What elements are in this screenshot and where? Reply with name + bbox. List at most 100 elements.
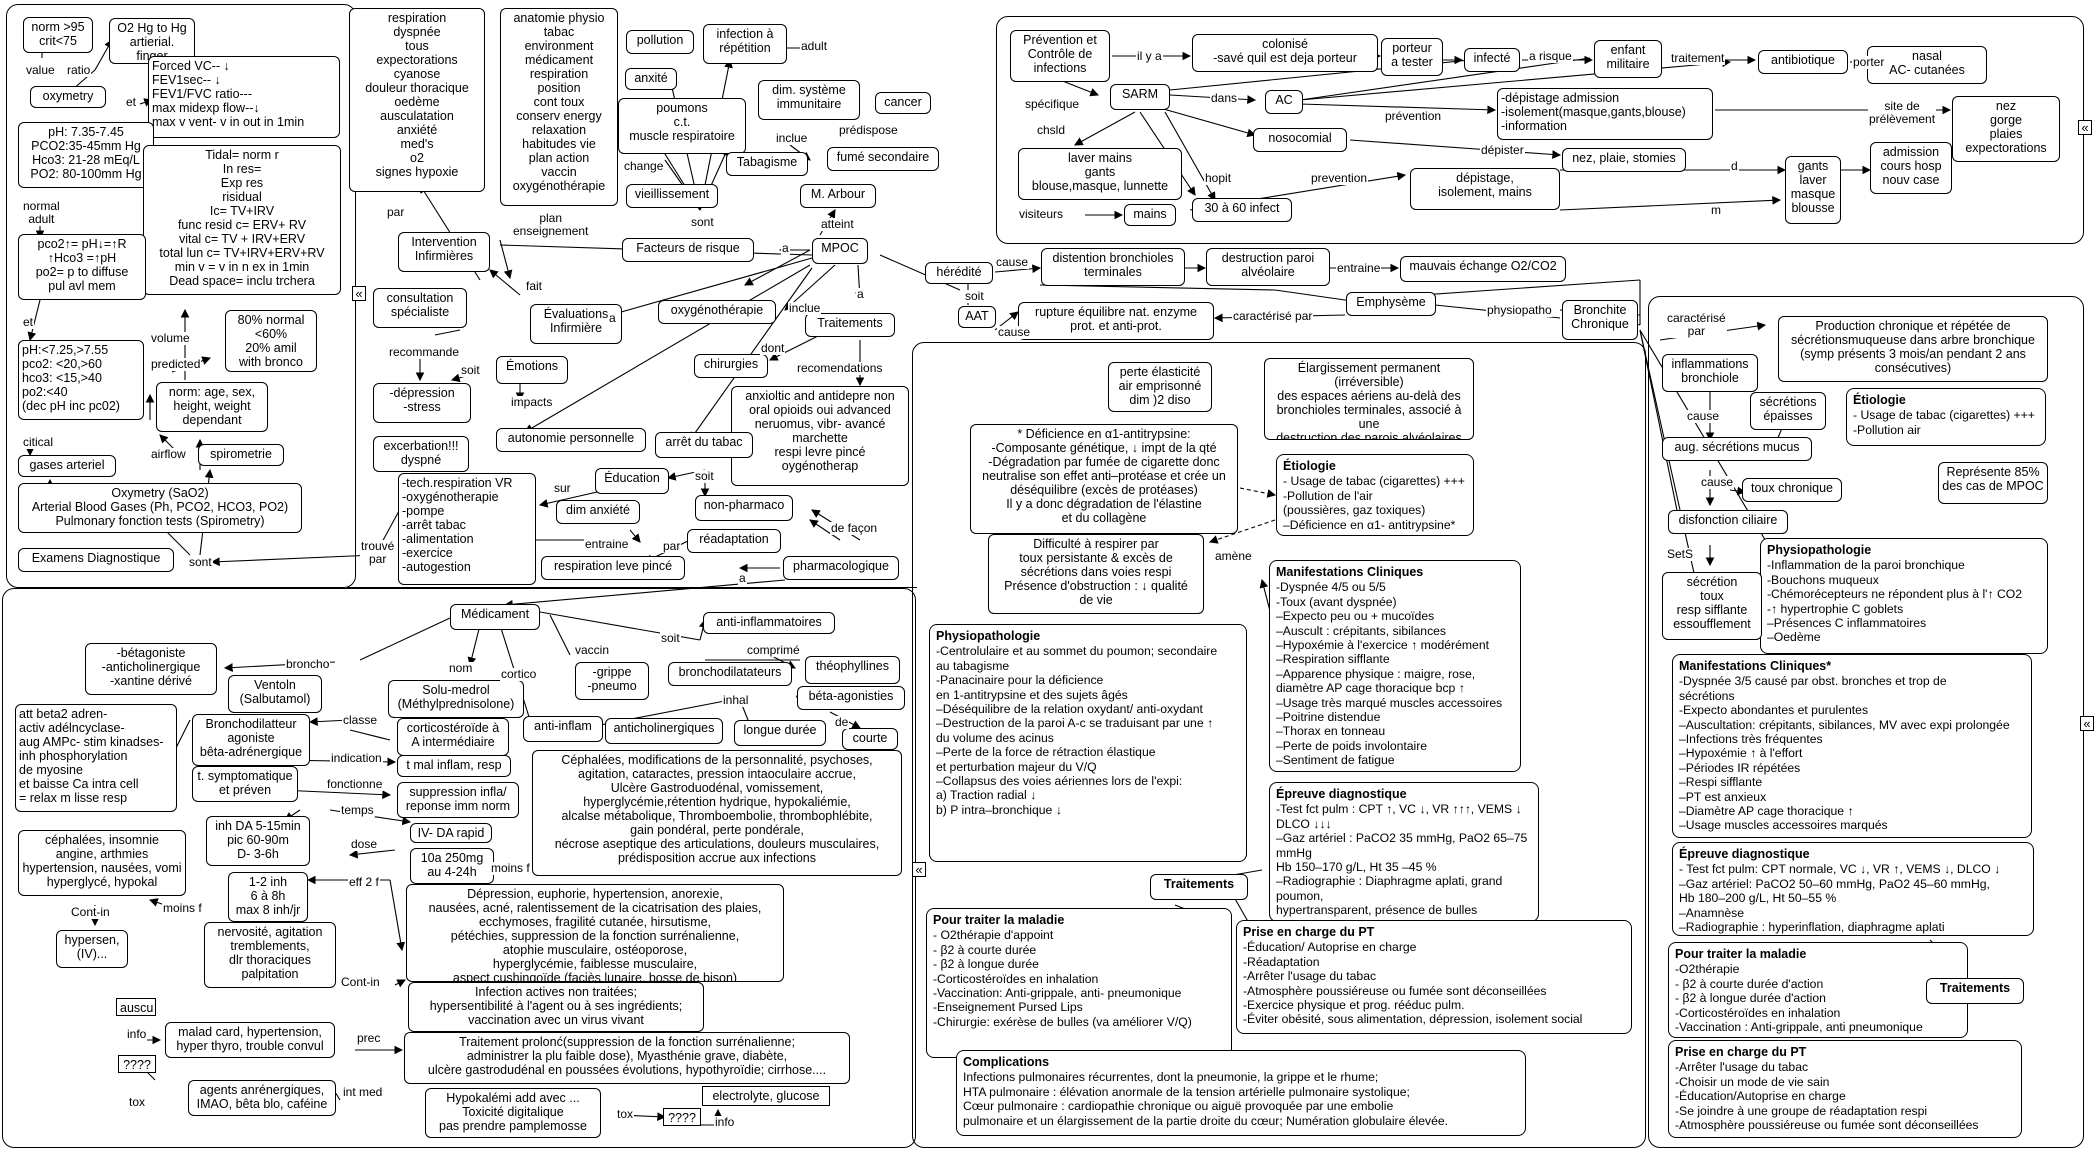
card-body: Infections pulmonaires récurrentes, dont… bbox=[963, 1070, 1449, 1128]
card-body: - Test fct pulm: CPT normale, VC ↓, VR ↑… bbox=[1679, 862, 2001, 935]
antibiotique-node: antibiotique bbox=[1758, 50, 1848, 74]
traitements-emphyseme-node[interactable]: Traitements bbox=[1150, 874, 1248, 900]
mpoc-node[interactable]: MPOC bbox=[812, 238, 868, 264]
rupture-node: rupture équilibre nat. enzyme prot. et a… bbox=[1018, 302, 1214, 340]
ph-critical-node: pH:<7.25,>7.55 pco2: <20,>60 hco3: <15,>… bbox=[18, 340, 144, 420]
traitements-main-node[interactable]: Traitements bbox=[805, 313, 895, 337]
ventoln-node: Ventoln (Salbutamol) bbox=[228, 675, 322, 713]
link-label: soit bbox=[660, 631, 681, 645]
epreuve-bronchite-card: Épreuve diagnostique - Test fct pulm: CP… bbox=[1672, 842, 2034, 936]
m-arbour-node: M. Arbour bbox=[800, 184, 876, 208]
link bbox=[809, 519, 841, 541]
link bbox=[1559, 195, 1782, 211]
link-label: recommande bbox=[388, 345, 461, 359]
nasal-node: nasal AC- cutanées bbox=[1867, 46, 1987, 84]
link-label: info bbox=[126, 1027, 148, 1041]
link bbox=[467, 624, 481, 667]
education-node: Éducation bbox=[595, 468, 669, 494]
anxiete-node: anxité bbox=[625, 68, 677, 90]
card-body: -Inflammation de la paroi bronchique -Bo… bbox=[1767, 558, 2023, 645]
infecte-node: infecté bbox=[1464, 48, 1520, 72]
card-title: Manifestations Cliniques bbox=[1276, 565, 1424, 579]
courte-node: courte bbox=[842, 728, 898, 750]
pharmacologique-node: pharmacologique bbox=[783, 556, 899, 580]
link-label: hopit bbox=[1204, 171, 1233, 185]
oxymetry-tests-node: Oxymetry (SaO2) Arterial Blood Gases (Ph… bbox=[18, 483, 302, 533]
secretion-toux-node: sécrétion toux resp sifflante essoufflem… bbox=[1662, 572, 1762, 640]
link-label: amène bbox=[1214, 549, 1253, 563]
disfonction-ciliaire-node: disfonction ciliaire bbox=[1668, 510, 1788, 534]
anti-inflam-node: anti-inflam bbox=[523, 716, 603, 742]
deficience-node: * Déficience en α1-antitrypsine: -Compos… bbox=[970, 424, 1238, 534]
card-body: -Centrolulaire et au sommet du poumon; s… bbox=[936, 644, 1218, 817]
auscu-node: auscu bbox=[116, 998, 156, 1016]
respiration-signs-node: respiration dyspnée tous expectorations … bbox=[349, 8, 485, 192]
link bbox=[348, 849, 396, 859]
examens-diagnostique-node: Examens Diagnostique bbox=[18, 548, 174, 572]
etiologie-bronchite-card: Étiologie - Usage de tabac (cigarettes) … bbox=[1846, 388, 2046, 446]
card-body: - Usage de tabac (cigarettes) +++ -Pollu… bbox=[1283, 474, 1465, 532]
traitements-bronchite-node[interactable]: Traitements bbox=[1926, 978, 2024, 1004]
collapse-toggle-bronchite[interactable]: « bbox=[2080, 716, 2094, 731]
card-body: -Arrêter l'usage du tabac -Choisir un mo… bbox=[1675, 1060, 1979, 1133]
collapse-toggle-sarm[interactable]: « bbox=[2078, 120, 2092, 135]
sarm-node[interactable]: SARM bbox=[1110, 84, 1170, 110]
mains-node: mains bbox=[1124, 204, 1176, 226]
link-label: d bbox=[1730, 159, 1739, 173]
link-label: volume bbox=[150, 331, 191, 345]
link-label: prec bbox=[356, 1031, 382, 1045]
physiopathologie-emphyseme-card: Physiopathologie -Centrolulaire et au so… bbox=[929, 624, 1247, 862]
perte-elasticite-node: perte élasticité air emprisonné dim )2 d… bbox=[1108, 362, 1212, 412]
link-label: et bbox=[22, 315, 35, 329]
link bbox=[1239, 487, 1277, 498]
link bbox=[1299, 57, 1591, 101]
colonise-node: colonisé -savé quil est deja porteur bbox=[1192, 34, 1378, 72]
link bbox=[1349, 139, 1562, 159]
readaptation-node: réadaptation bbox=[687, 529, 781, 553]
link bbox=[1074, 111, 1136, 146]
infection-repetition-node: infection à répétition bbox=[703, 24, 787, 64]
bronchite-chronique-node[interactable]: Bronchite Chronique bbox=[1562, 300, 1638, 340]
link-label: porter bbox=[1852, 55, 1886, 69]
link bbox=[1299, 103, 1497, 115]
link-label: sur bbox=[553, 481, 572, 495]
infect-30-node: 30 à 60 infect bbox=[1192, 198, 1292, 222]
represente-node: Représente 85% des cas de MPOC bbox=[1938, 462, 2048, 504]
link-label: vaccin bbox=[574, 643, 611, 657]
ph-values-node: pH: 7.35-7.45 PCO2:35-45mm Hg Hco3: 21-2… bbox=[18, 122, 154, 188]
tabagisme-node: Tabagisme bbox=[726, 152, 808, 176]
forced-vc-node: Forced VC-- ↓ FEV1sec-- ↓ FEV1/FVC ratio… bbox=[148, 56, 340, 138]
card-title: Prise en charge du PT bbox=[1675, 1045, 1807, 1059]
link-label: broncho bbox=[285, 657, 331, 671]
nez-gorge-node: nez gorge plaies expectorations bbox=[1952, 96, 2060, 162]
collapse-toggle-examens[interactable]: « bbox=[352, 286, 366, 301]
link-label: Cont-in bbox=[70, 905, 111, 919]
link-label: prevention bbox=[1310, 171, 1369, 185]
medicament-node[interactable]: Médicament bbox=[450, 604, 540, 630]
production-chronique-node: Production chronique et répétée de sécré… bbox=[1778, 316, 2048, 382]
link bbox=[1159, 107, 1257, 138]
link-label: info bbox=[714, 1115, 736, 1129]
distention-node: distention bronchioles terminales bbox=[1041, 248, 1185, 286]
inflammations-node: inflammations bronchiole bbox=[1662, 354, 1758, 392]
evaluations-infirmiere-node: Évaluations Infirmière bbox=[530, 304, 622, 344]
link-label: prévention bbox=[1384, 109, 1443, 123]
toux-chronique-node: toux chronique bbox=[1742, 478, 1842, 502]
effets-solumedrol-node: Dépression, euphorie, hypertension, anor… bbox=[406, 884, 784, 982]
link-label: par bbox=[662, 539, 682, 553]
link-label: dose bbox=[350, 837, 379, 851]
question-node-1: ???? bbox=[118, 1055, 156, 1073]
link-label: a bbox=[856, 287, 865, 301]
link bbox=[27, 299, 41, 342]
collapse-toggle-medicament[interactable]: « bbox=[912, 862, 926, 877]
emphyseme-node[interactable]: Emphysème bbox=[1346, 292, 1436, 316]
maladie-card-node: malad card, hypertension, hyper thyro, t… bbox=[165, 1022, 335, 1058]
hypersen-node: hypersen, (IV)... bbox=[56, 930, 128, 968]
card-body: -Éducation/ Autoprise en charge -Réadapt… bbox=[1243, 940, 1583, 1027]
anti-inflammatoires-top-node: anti-inflammatoires bbox=[703, 612, 835, 634]
card-body: -Test fct pulm : CPT ↑, VC ↓, VR ↑↑↑, VE… bbox=[1276, 802, 1528, 921]
elargissement-node: Élargissement permanent (irréversible) d… bbox=[1264, 358, 1474, 440]
excerbation-node: excerbation!!! dyspné bbox=[373, 436, 469, 472]
theophyllines-node: théophyllines bbox=[805, 656, 900, 684]
suppression-infla-node: suppression infla/ reponse imm norm bbox=[397, 782, 519, 818]
